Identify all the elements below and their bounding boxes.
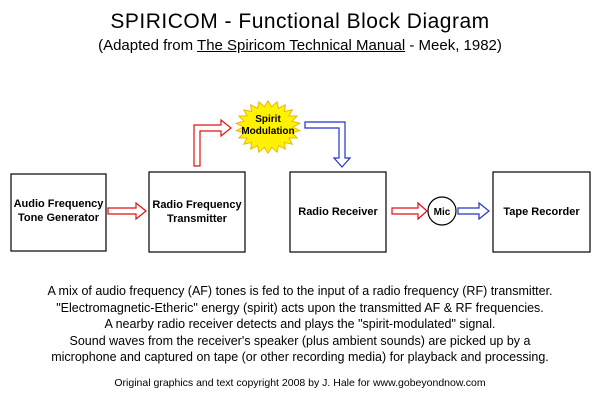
description-line: A nearby radio receiver detects and play… <box>104 317 496 332</box>
description-line: "Electromagnetic-Etheric" energy (spirit… <box>56 300 544 315</box>
af-generator-label-line2: Tone Generator <box>18 212 100 224</box>
arrow-receiver-to-mic <box>391 201 428 221</box>
mic-circle <box>427 196 457 226</box>
subtitle-prefix: (Adapted from <box>98 37 198 54</box>
radio-receiver-box <box>289 171 387 253</box>
arrow-spirit-to-receiver <box>304 121 352 168</box>
rf-transmitter-box <box>148 171 246 253</box>
arrow-mic-to-recorder <box>457 201 490 221</box>
radio-receiver-label: Radio Receiver <box>298 206 378 218</box>
description-line: microphone and captured on tape (or othe… <box>51 350 549 365</box>
burst-label-line2: Modulation <box>241 126 294 137</box>
rf-transmitter-label-line1: Radio Frequency <box>152 199 242 211</box>
arrow-rf-to-spirit <box>193 118 232 167</box>
tape-recorder-label: Tape Recorder <box>503 206 580 218</box>
burst-label-line1: Spirit <box>255 114 281 125</box>
af-generator-box <box>10 173 107 252</box>
subtitle-book-title: The Spiricom Technical Manual <box>197 37 406 54</box>
description-line: Sound waves from the receiver's speaker … <box>69 333 531 348</box>
tape-recorder-box <box>492 171 591 253</box>
page-title: SPIRICOM - Functional Block Diagram <box>110 10 490 33</box>
mic-label: Mic <box>434 207 451 218</box>
rf-transmitter-label-line2: Transmitter <box>167 213 228 225</box>
page-subtitle: (Adapted from The Spiricom Technical Man… <box>0 37 600 54</box>
spirit-modulation-burst <box>234 99 302 155</box>
af-generator-label-line1: Audio Frequency <box>14 198 105 210</box>
subtitle-suffix: - Meek, 1982) <box>405 37 502 54</box>
copyright-notice: Original graphics and text copyright 200… <box>114 377 486 389</box>
description-text: A mix of audio frequency (AF) tones is f… <box>0 283 600 366</box>
arrow-af-to-rf <box>107 201 147 221</box>
description-line: A mix of audio frequency (AF) tones is f… <box>47 284 553 298</box>
